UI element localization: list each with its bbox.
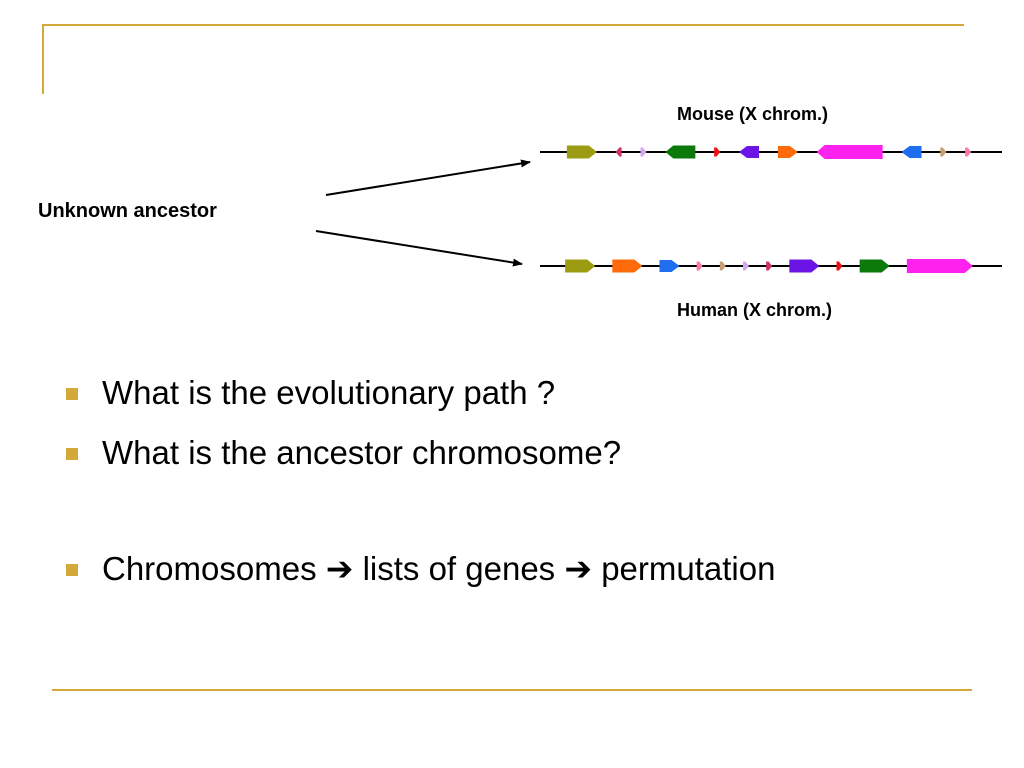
bullet-item: Chromosomes ➔ lists of genes ➔ permutati…: [62, 542, 775, 602]
right-arrow-icon: ➔: [564, 549, 593, 588]
gene-arrow-icon: [859, 259, 890, 273]
bullet-text: Chromosomes: [102, 550, 317, 587]
gene-arrow-icon: [906, 259, 973, 273]
mouse-label: Mouse (X chrom.): [677, 104, 829, 124]
square-bullet-icon: [66, 448, 78, 460]
gene-arrow-icon: [816, 145, 883, 159]
gene-arrow-icon: [965, 147, 972, 157]
bullet-text: What is the ancestor chromosome?: [102, 434, 622, 471]
gene-arrow-icon: [789, 259, 820, 273]
gene-arrow-icon: [659, 260, 680, 272]
square-bullet-icon: [66, 388, 78, 400]
square-bullet-icon: [66, 564, 78, 576]
gene-arrow-icon: [739, 146, 759, 158]
gene-arrow-icon: [696, 261, 703, 271]
gene-arrow-icon: [901, 146, 922, 158]
frame-top-line: [42, 24, 964, 26]
gene-arrow-icon: [743, 261, 749, 271]
human-label: Human (X chrom.): [677, 300, 833, 320]
gene-arrow-icon: [714, 147, 721, 157]
gene-arrow-icon: [665, 145, 696, 159]
frame-bottom-line: [52, 689, 972, 691]
gene-arrow-icon: [565, 259, 596, 273]
frame-left-line: [42, 24, 44, 94]
gene-arrow-icon: [640, 147, 647, 157]
arrow-to-human: [315, 230, 523, 267]
bullet-item: What is the evolutionary path ?: [62, 366, 775, 426]
bullet-text: What is the evolutionary path ?: [102, 374, 556, 411]
gene-arrow-icon: [566, 145, 597, 159]
gene-arrow-icon: [766, 261, 773, 271]
gene-arrow-icon: [615, 147, 622, 157]
human-gene-track: [565, 259, 973, 273]
gene-arrow-icon: [836, 261, 843, 271]
bullet-text: permutation: [601, 550, 776, 587]
bullet-text: lists of genes: [362, 550, 556, 587]
bullet-item: What is the ancestor chromosome?: [62, 426, 775, 486]
gene-arrow-icon: [777, 146, 798, 158]
arrow-to-mouse: [325, 159, 531, 196]
chromosome-diagram: [315, 145, 1002, 273]
gene-arrow-icon: [940, 147, 947, 157]
ancestor-label: Unknown ancestor: [38, 200, 217, 222]
gene-arrow-icon: [719, 261, 726, 271]
right-arrow-icon: ➔: [325, 549, 354, 588]
mouse-gene-track: [566, 145, 972, 159]
gene-arrow-icon: [612, 259, 643, 273]
bullet-list: What is the evolutionary path ? What is …: [62, 366, 775, 602]
